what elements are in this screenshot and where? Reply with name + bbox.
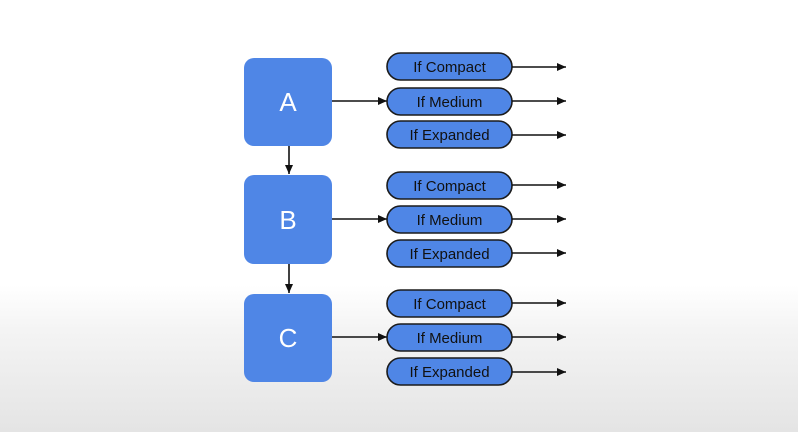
node-group-c: C If Compact If Medium If Expanded [244,289,566,386]
option-pill-b-compact-label: If Compact [413,178,486,195]
node-a-label: A [279,87,297,117]
option-pill-a-compact-label: If Compact [413,59,486,76]
option-pill-c-medium-label: If Medium [417,330,483,347]
option-pill-b-medium-label: If Medium [417,212,483,229]
option-pill-c-expanded-label: If Expanded [409,364,489,381]
node-group-a: A If Compact If Medium If Expanded [244,52,566,149]
node-b [244,175,332,264]
option-pill-a-expanded-label: If Expanded [409,127,489,144]
option-pill-a-medium-label: If Medium [417,94,483,111]
node-group-b: B If Compact If Medium If Expanded [244,171,566,268]
node-b-label: B [279,205,296,235]
option-pill-c-compact-label: If Compact [413,296,486,313]
node-c-label: C [279,323,298,353]
option-pill-b-expanded-label: If Expanded [409,246,489,263]
node-a [244,58,332,146]
node-c [244,294,332,382]
